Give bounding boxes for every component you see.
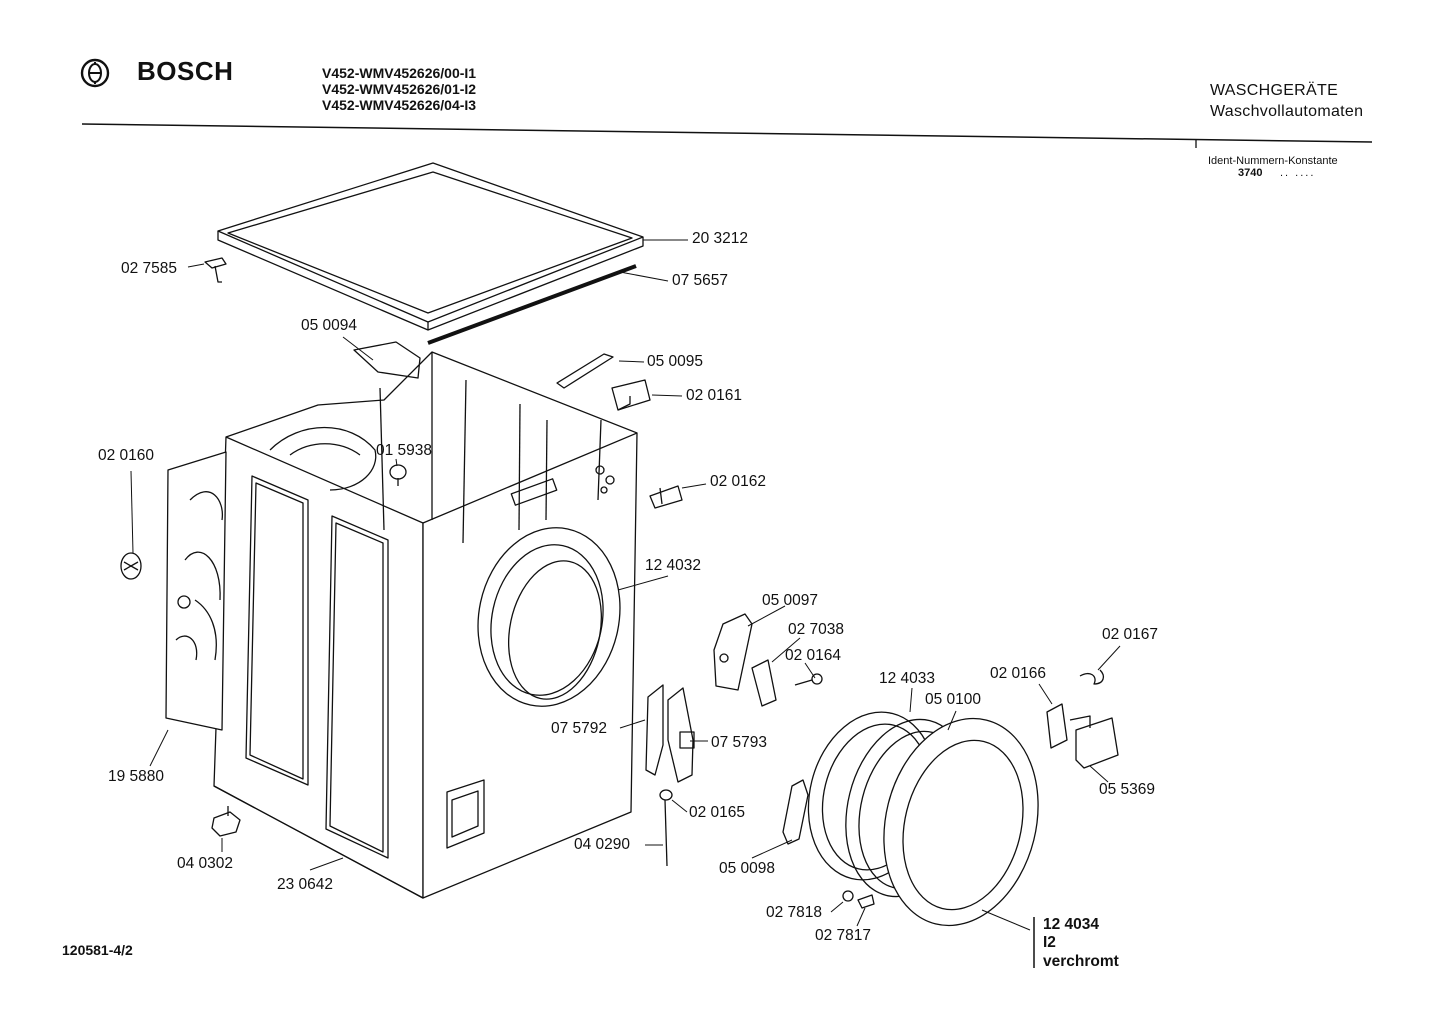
part-label: 02 7585: [121, 260, 178, 277]
part-label: 02 0166: [990, 665, 1047, 682]
category-title: WASCHGERÄTE: [1210, 82, 1339, 99]
part-label: 20 3212: [692, 230, 749, 247]
model-line: V452-WMV452626/01-I2: [322, 81, 477, 97]
category-block: WASCHGERÄTE Waschvollautomaten: [1210, 80, 1363, 122]
door-handle-drawing: [1069, 715, 1119, 769]
clip-020162-drawing: [649, 485, 683, 509]
hinge-pieces-drawing: [645, 684, 695, 783]
document-number: 120581-4/2: [62, 942, 133, 958]
hinge-screw-drawing: [794, 673, 823, 686]
model-list: V452-WMV452626/00-I1 V452-WMV452626/01-I…: [322, 65, 476, 113]
part-label: 07 5793: [711, 734, 768, 751]
bracket-050095-drawing: [556, 353, 614, 389]
rear-panel-drawing: [165, 451, 227, 731]
hinge-bracket-drawing: [713, 613, 753, 691]
part-label: 01 5938: [376, 442, 433, 459]
lid-bracket-drawing: [204, 257, 227, 283]
door-catch-drawing: [1046, 703, 1068, 749]
door-spring-drawing: [1079, 669, 1105, 685]
part-label: 07 5657: [672, 272, 729, 289]
cabinet-drawing: [213, 351, 638, 899]
top-lid-drawing: [217, 162, 644, 331]
model-line: V452-WMV452626/04-I3: [322, 97, 477, 113]
part-label: 02 7817: [815, 927, 872, 944]
door-ring-number: 12 4034: [1043, 916, 1100, 933]
part-label: 04 0290: [574, 836, 631, 853]
hinge-plate-drawing: [751, 659, 777, 707]
part-label: 02 7818: [766, 904, 823, 921]
part-label: 02 0167: [1102, 626, 1159, 643]
hinge-pin-drawing: [659, 789, 673, 867]
door-ring-variant: I2: [1043, 934, 1056, 951]
part-label: 02 7038: [788, 621, 845, 638]
part-label: 02 0164: [785, 647, 842, 664]
clip-020161-drawing: [611, 379, 651, 411]
ident-value: 3740: [1238, 167, 1263, 179]
bosch-logo-icon: [80, 58, 110, 88]
part-label: 02 0160: [98, 447, 155, 464]
strain-relief-drawing: [120, 552, 142, 580]
ident-dots: .. ....: [1280, 167, 1316, 179]
part-label: 05 0100: [925, 691, 982, 708]
door-ring-finish: verchromt: [1043, 953, 1119, 970]
leader-lines: [130, 239, 1121, 968]
lid-strip-drawing: [427, 264, 637, 345]
door-outer-ring-drawing: [883, 717, 1039, 927]
part-label: 04 0302: [177, 855, 234, 872]
part-label: 05 0097: [762, 592, 819, 609]
part-label: 07 5792: [551, 720, 608, 737]
part-label: 02 0162: [710, 473, 767, 490]
part-label: 23 0642: [277, 876, 334, 893]
part-label: 05 0094: [301, 317, 358, 334]
part-label: 19 5880: [108, 768, 165, 785]
category-subtitle: Waschvollautomaten: [1210, 103, 1364, 120]
brand-name: BOSCH: [137, 56, 234, 86]
part-label: 05 0095: [647, 353, 704, 370]
bracket-050094-drawing: [353, 341, 421, 379]
part-label: 12 4032: [645, 557, 702, 574]
header-rule: [81, 123, 1373, 143]
part-label: 02 0161: [686, 387, 743, 404]
part-label: 02 0165: [689, 804, 746, 821]
bumper-drawing: [389, 464, 407, 486]
foot-drawing: [211, 806, 241, 837]
door-hinge-strip-drawing: [782, 779, 809, 845]
part-label: 05 0098: [719, 860, 776, 877]
part-label: 05 5369: [1099, 781, 1156, 798]
door-screw-drawing: [842, 890, 875, 909]
part-label: 12 4033: [879, 670, 936, 687]
model-line: V452-WMV452626/00-I1: [322, 65, 477, 81]
ident-title: Ident-Nummern-Konstante: [1208, 155, 1338, 167]
